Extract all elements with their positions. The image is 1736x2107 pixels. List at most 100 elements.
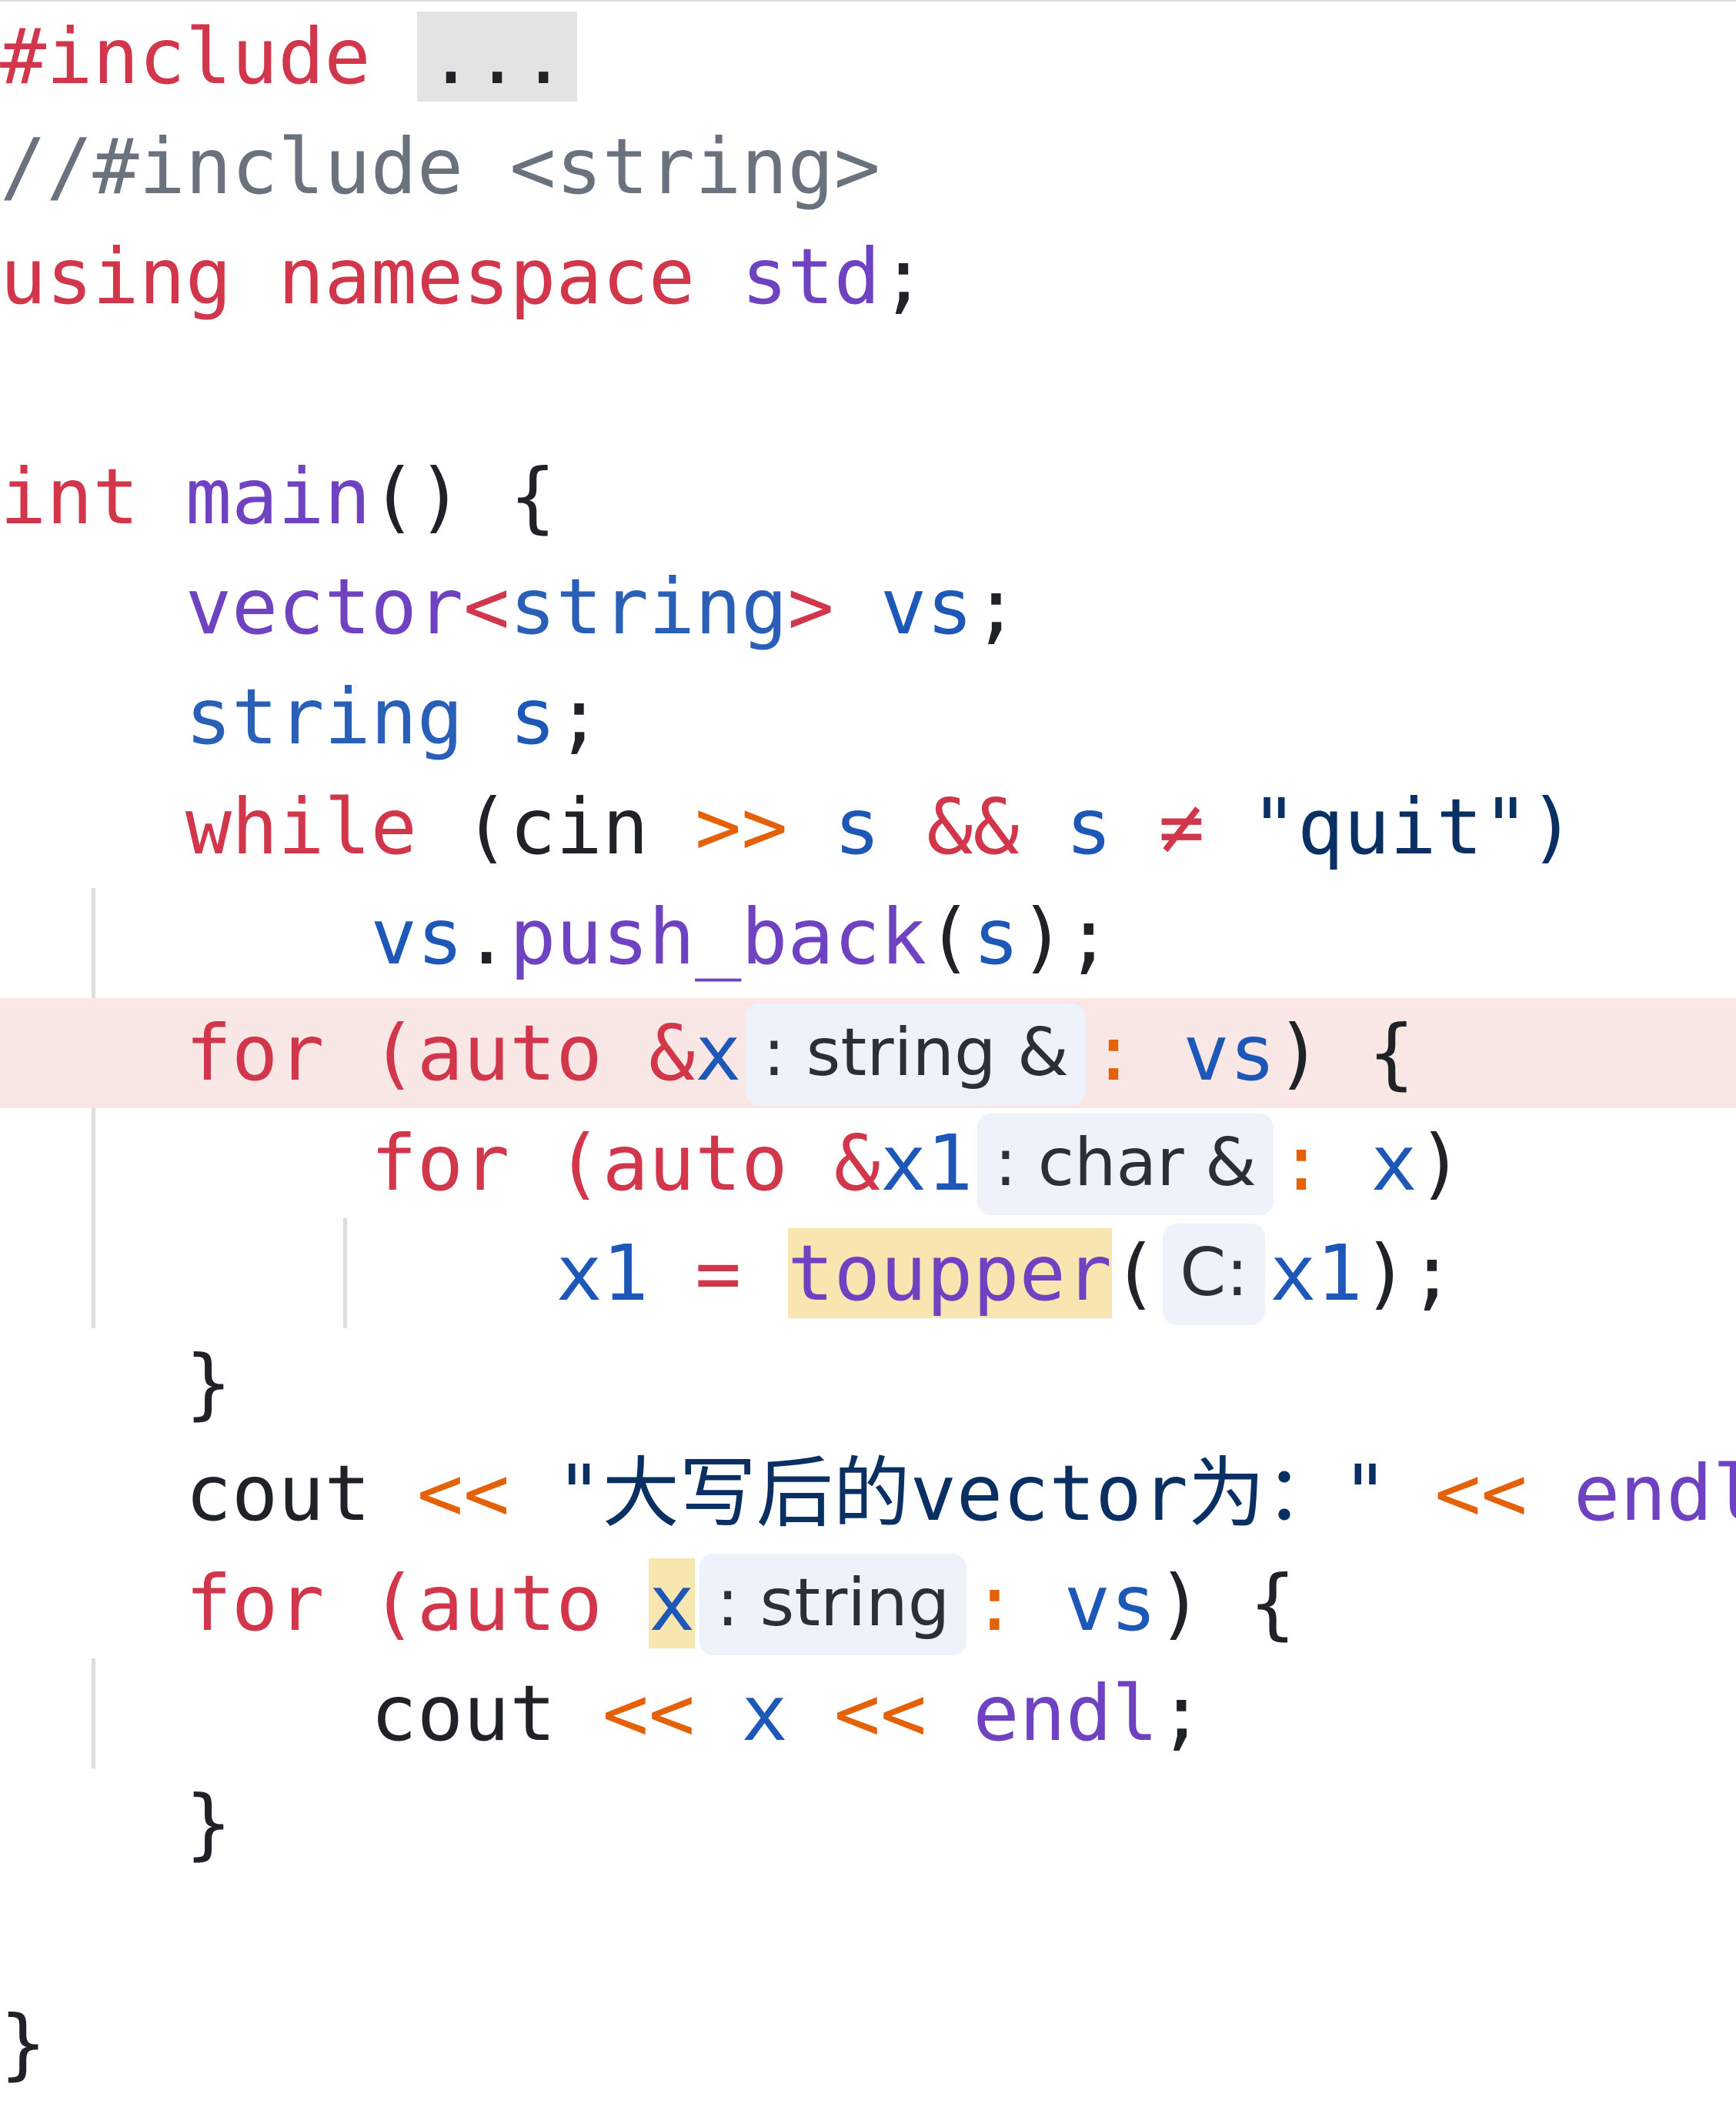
code-line-15[interactable]: for (auto x: string: vs) { — [0, 1548, 1736, 1658]
brace-close: } — [185, 1778, 232, 1868]
code-line-1[interactable]: #include ... — [0, 2, 1736, 112]
indent-guide — [343, 1218, 347, 1328]
include-directive: #include — [0, 12, 371, 102]
operator-assign: = — [695, 1228, 742, 1318]
code-line-11[interactable]: for (auto &x1: char &: x) — [0, 1108, 1736, 1218]
variable-s: s — [1065, 782, 1113, 872]
code-line-10-current[interactable]: for (auto &x: string &: vs) { — [0, 998, 1736, 1108]
identifier-endl: endl — [973, 1668, 1159, 1758]
paren-close: ); — [1362, 1228, 1456, 1318]
indent-guide — [92, 888, 95, 998]
identifier-cin: cin — [509, 782, 649, 872]
paren-open: ( — [1111, 1228, 1159, 1318]
variable-vs: vs — [1063, 1558, 1157, 1648]
variable-x1: x1 — [1270, 1228, 1363, 1318]
parameter-hint: C: — [1163, 1224, 1266, 1325]
type-string: string — [185, 672, 464, 762]
paren-open: ( — [463, 782, 510, 872]
variable-x: x — [648, 1558, 696, 1648]
semicolon: ; — [880, 232, 927, 322]
code-line-9[interactable]: vs.push_back(s); — [0, 882, 1736, 992]
folded-includes-button[interactable]: ... — [416, 12, 578, 102]
variable-vs: vs — [880, 562, 973, 652]
code-line-7[interactable]: string s; — [0, 662, 1736, 772]
operator-insert: << — [602, 1668, 696, 1758]
angle-open: < — [463, 562, 510, 652]
type-int: int — [0, 452, 139, 542]
punctuation: () { — [370, 452, 556, 542]
function-main: main — [185, 452, 371, 542]
brace-close: } — [185, 1338, 232, 1428]
method-push-back: push_back — [509, 892, 927, 982]
type-vector: vector — [185, 562, 464, 652]
code-line-8[interactable]: while (cin >> s && s ≠ "quit") — [0, 772, 1736, 882]
paren-brace: ) { — [1275, 1008, 1415, 1098]
paren-open: ( — [556, 1118, 603, 1208]
keyword-while: while — [185, 782, 417, 872]
code-line-6[interactable]: vector<string> vs; — [0, 552, 1736, 662]
type-string: string — [509, 562, 788, 652]
function-toupper: toupper — [787, 1228, 1112, 1318]
variable-vs: vs — [370, 892, 464, 982]
code-line-3[interactable]: using namespace std; — [0, 222, 1736, 332]
namespace-std: std — [741, 232, 880, 322]
code-line-2[interactable]: //#include <string> — [0, 112, 1736, 222]
range-colon: : — [971, 1558, 1018, 1648]
range-colon: : — [1090, 1008, 1137, 1098]
reference-amp: & — [833, 1118, 880, 1208]
paren-open: ( — [926, 892, 973, 982]
variable-vs: vs — [1183, 1008, 1276, 1098]
variable-s: s — [509, 672, 556, 762]
paren-brace: ) { — [1157, 1558, 1296, 1648]
keyword-auto: auto — [416, 1558, 603, 1648]
code-line-14[interactable]: cout << "大写后的vector为：" << endl; — [0, 1438, 1736, 1548]
keyword-for: for — [185, 1008, 325, 1098]
keyword-auto: auto — [602, 1118, 788, 1208]
string-literal-quit: "quit") — [1250, 782, 1576, 872]
comment: //#include <string> — [0, 122, 880, 212]
variable-x: x — [695, 1008, 742, 1098]
keyword-for: for — [185, 1558, 325, 1648]
operator-not-equal: ≠ — [1158, 782, 1205, 872]
variable-x1: x1 — [880, 1118, 973, 1208]
range-colon: : — [1277, 1118, 1325, 1208]
operator-extract: >> — [695, 782, 788, 872]
type-hint: : string & — [746, 1003, 1086, 1105]
keyword-auto: auto — [416, 1008, 603, 1098]
code-line-17[interactable]: } — [0, 1768, 1736, 1878]
operator-insert: << — [1434, 1448, 1527, 1538]
variable-s: s — [833, 782, 880, 872]
variable-x: x — [1370, 1118, 1417, 1208]
string-literal: "大写后的vector为：" — [556, 1448, 1389, 1538]
indent-guide — [92, 1658, 95, 1768]
type-hint: : char & — [977, 1114, 1274, 1215]
identifier-cout: cout — [185, 1448, 371, 1538]
code-line-5[interactable]: int main() { — [0, 442, 1736, 552]
semicolon: ; — [556, 672, 603, 762]
code-line-13[interactable]: } — [0, 1328, 1736, 1438]
variable-x: x — [741, 1668, 788, 1758]
keyword-using: using — [0, 232, 232, 322]
brace-close: } — [0, 1998, 47, 2089]
variable-x1: x1 — [556, 1228, 649, 1318]
code-line-19[interactable]: } — [0, 1988, 1736, 2099]
semicolon: ; — [1158, 1668, 1205, 1758]
paren-close: ); — [1019, 892, 1112, 982]
semicolon: ; — [973, 562, 1020, 652]
operator-insert: << — [416, 1448, 510, 1538]
paren-open: ( — [370, 1008, 417, 1098]
paren-open: ( — [370, 1558, 417, 1648]
reference-amp: & — [648, 1008, 696, 1098]
operator-insert: << — [833, 1668, 927, 1758]
identifier-endl: endl — [1574, 1448, 1736, 1538]
keyword-namespace: namespace — [278, 232, 696, 322]
code-line-16[interactable]: cout << x << endl; — [0, 1658, 1736, 1768]
paren-close: ) — [1417, 1118, 1464, 1208]
code-line-12[interactable]: x1 = toupper(C:x1); — [0, 1218, 1736, 1328]
dot: . — [463, 892, 510, 982]
type-hint: : string — [699, 1554, 967, 1655]
keyword-for: for — [370, 1118, 510, 1208]
angle-close: > — [787, 562, 834, 652]
identifier-cout: cout — [370, 1668, 556, 1758]
